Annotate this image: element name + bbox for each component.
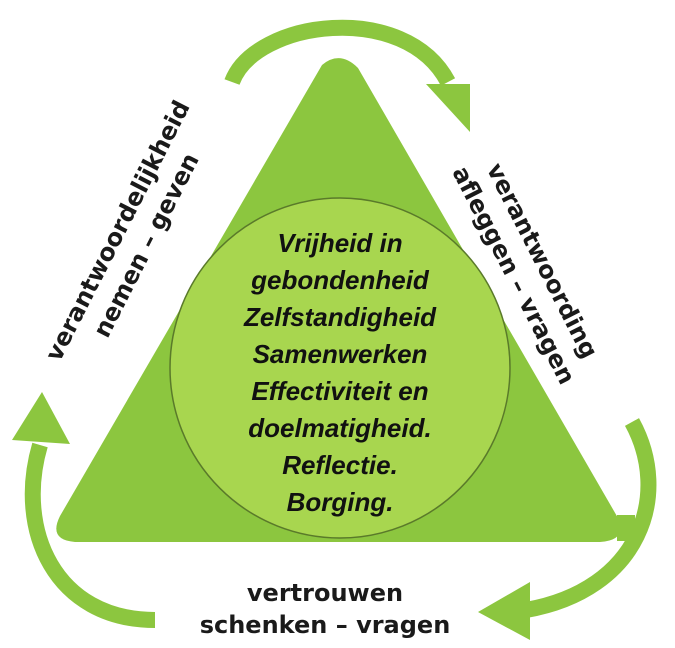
center-text-block: Vrijheid in gebondenheid Zelfstandigheid… [170, 225, 510, 521]
center-line: Samenwerken [252, 339, 428, 369]
cycle-arrow-right-icon [478, 418, 657, 640]
center-line: gebondenheid [251, 265, 429, 295]
label-bottom-line2: schenken – vragen [199, 611, 451, 639]
center-line: Borging. [286, 487, 394, 517]
center-line: Zelfstandigheid [243, 302, 437, 332]
center-line: Effectiviteit en [251, 376, 429, 406]
cycle-arrow-left-icon [12, 392, 156, 628]
label-bottom: vertrouwen schenken – vragen [200, 577, 451, 641]
center-line: Vrijheid in [277, 228, 403, 258]
center-line: doelmatigheid. [248, 413, 432, 443]
label-bottom-line1: vertrouwen [246, 579, 404, 607]
cycle-arrow-top-icon [224, 19, 470, 132]
center-circle [169, 197, 511, 539]
center-line: Reflectie. [282, 450, 398, 480]
